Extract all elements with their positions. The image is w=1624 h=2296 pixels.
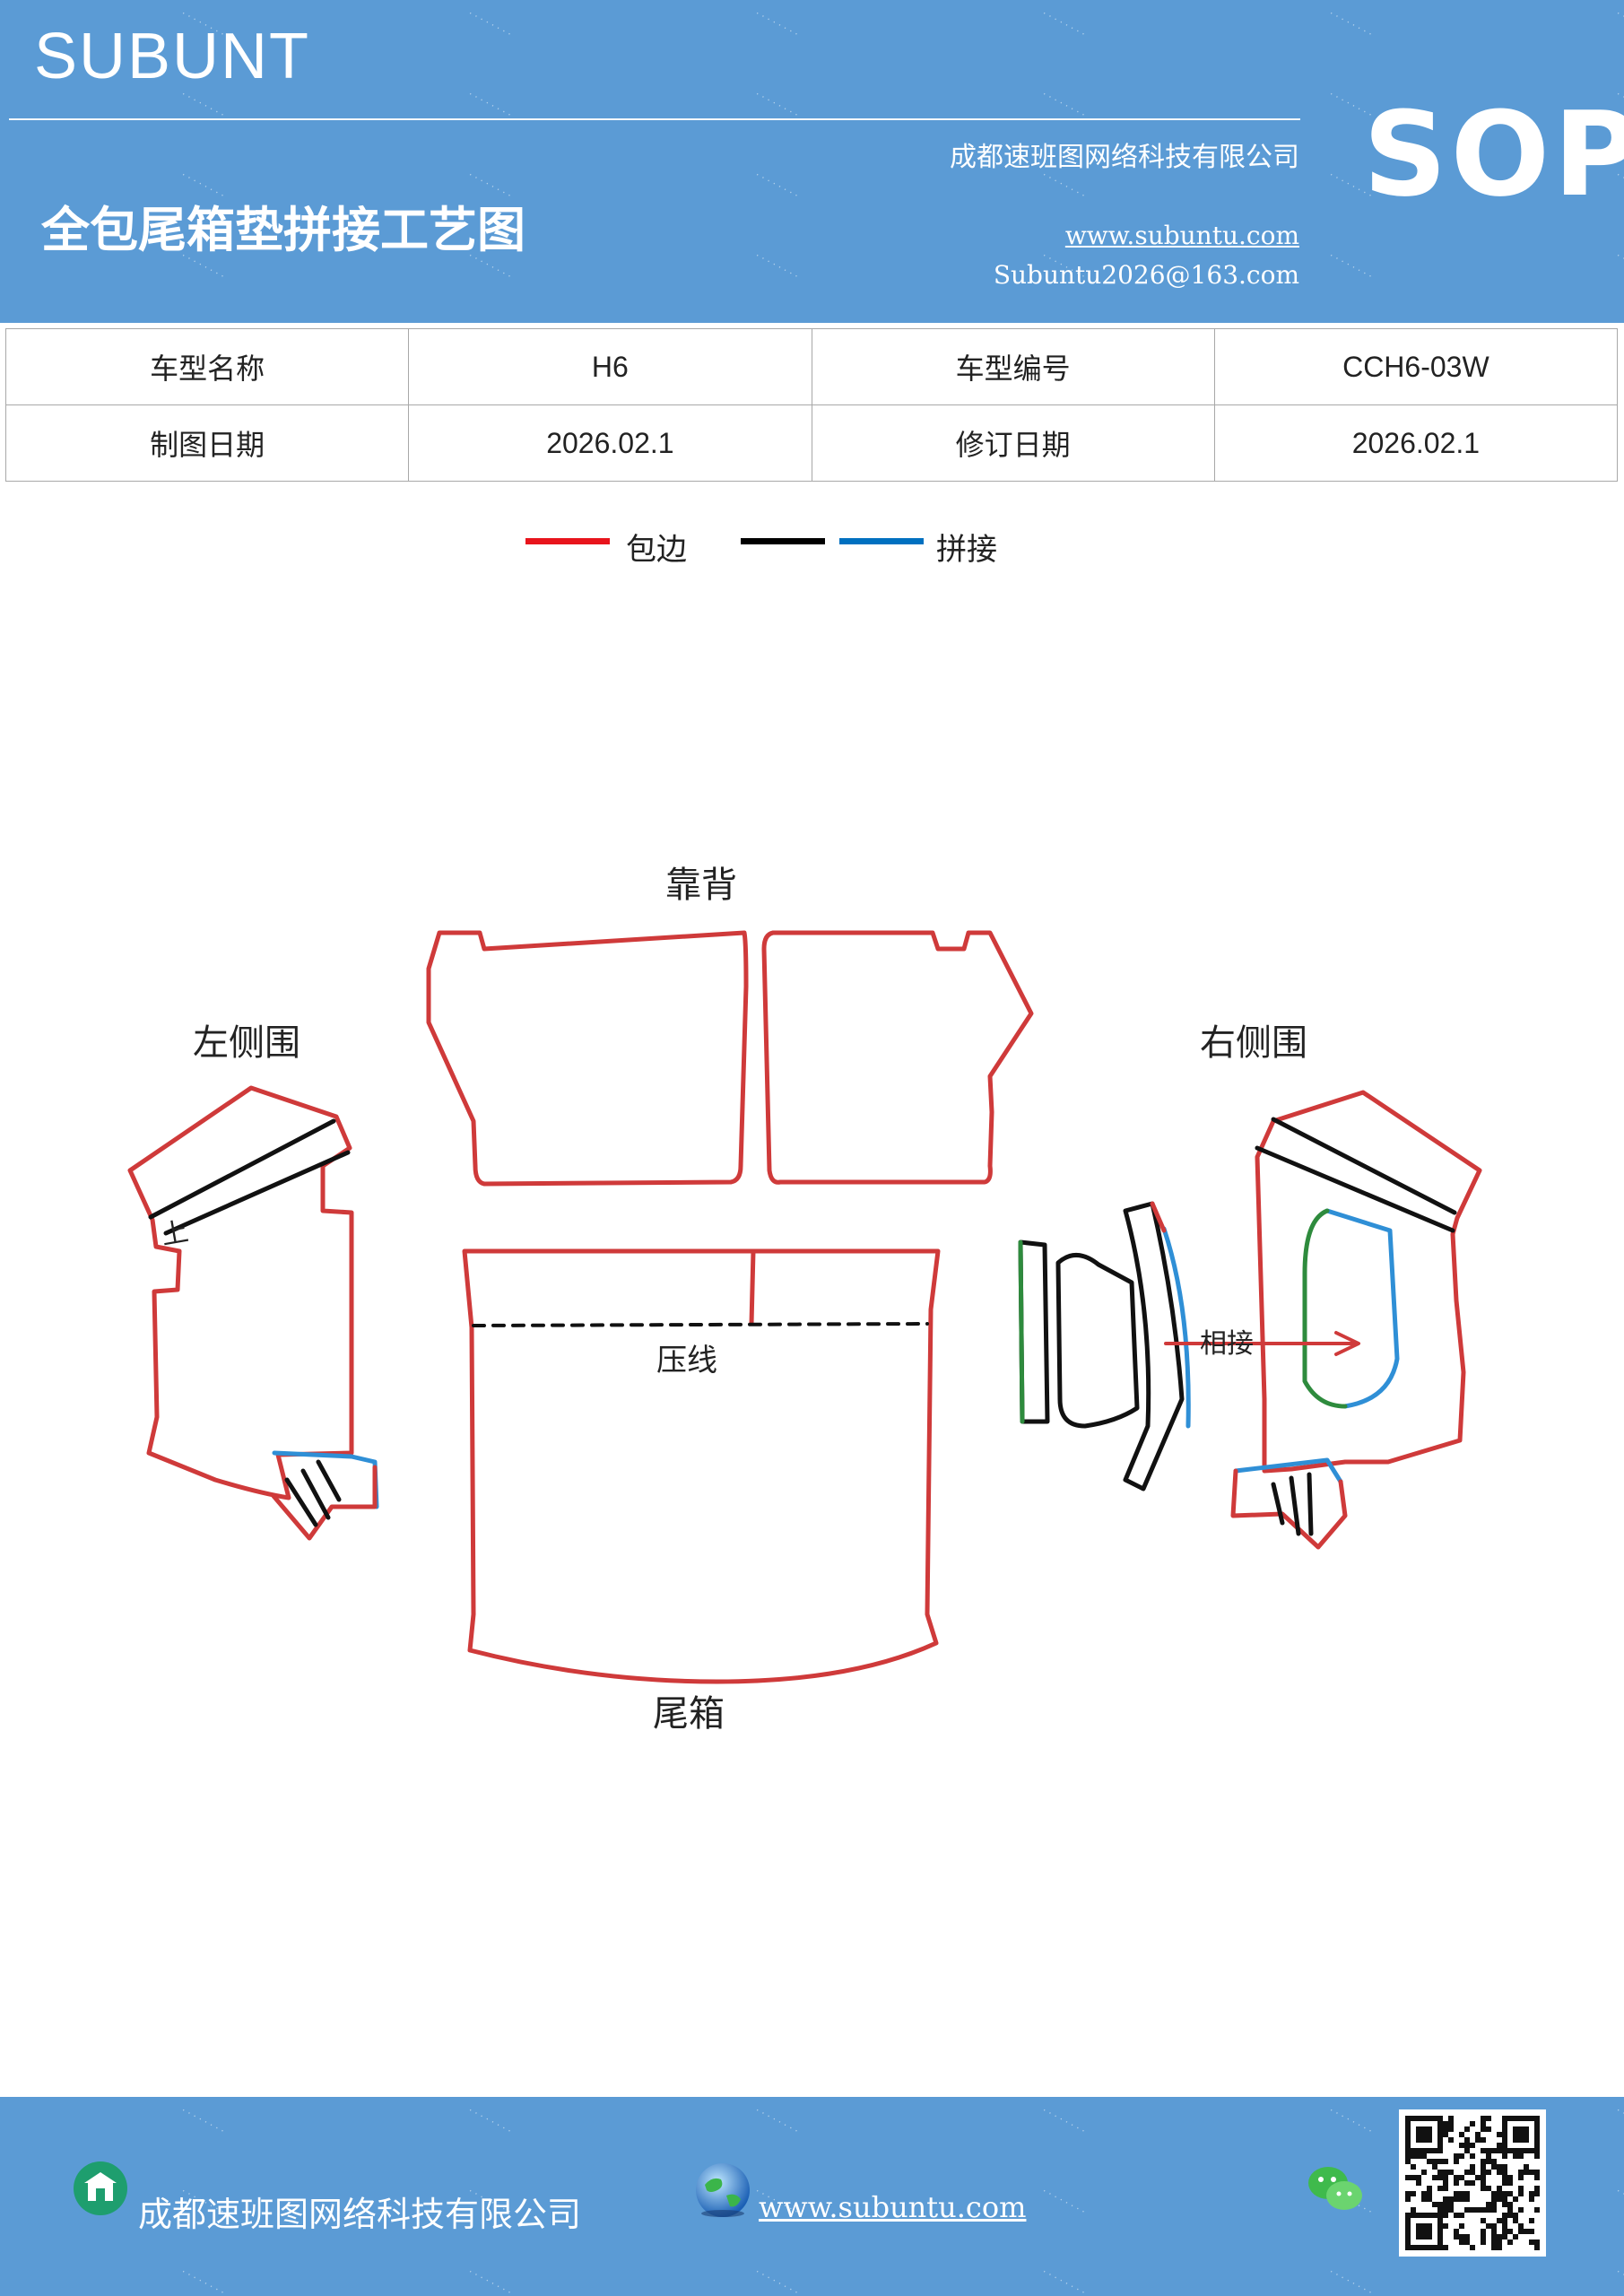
footer-website-link[interactable]: www.subuntu.com bbox=[759, 2190, 1027, 2224]
building-icon bbox=[74, 2161, 127, 2215]
watermark-mark: · · · · · · · · bbox=[1614, 2185, 1624, 2217]
revision-date-label: 修订日期 bbox=[811, 404, 1215, 482]
left-side-label: 左侧围 bbox=[193, 1022, 300, 1064]
watermark-mark: · · · · · · · · bbox=[466, 2266, 514, 2296]
globe-icon bbox=[696, 2163, 750, 2217]
right-side-corner-blue bbox=[1233, 1457, 1343, 1484]
insert-strip bbox=[1018, 1239, 1050, 1424]
left-side-panel bbox=[127, 1085, 354, 1500]
drawing-date-label: 制图日期 bbox=[4, 404, 410, 482]
legend-swatch-join bbox=[839, 538, 924, 544]
join-label: 相接 bbox=[1200, 1328, 1254, 1360]
join-arrow-head bbox=[1334, 1331, 1360, 1356]
company-name: 成都速班图网络科技有限公司 bbox=[950, 142, 1299, 173]
backrest-label: 靠背 bbox=[665, 865, 737, 906]
up-mark-label: 上 bbox=[159, 1216, 191, 1252]
right-side-corner-piece bbox=[1230, 1468, 1348, 1550]
insert-arc-blue bbox=[1161, 1226, 1191, 1429]
watermark-mark: · · · · · · · · bbox=[1614, 2104, 1624, 2136]
watermark-mark: · · · · · · · · bbox=[1040, 2104, 1088, 2137]
legend-label-join: 拼接 bbox=[936, 532, 997, 568]
line-legend: 包边 拼接 bbox=[0, 525, 1624, 578]
table-row: 车型名称 H6 车型编号 CCH6-03W bbox=[4, 328, 1619, 405]
document-title: 全包尾箱垫拼接工艺图 bbox=[41, 202, 525, 258]
watermark-mark: · · · · · · · · bbox=[466, 2104, 514, 2137]
right-side-panel bbox=[1255, 1090, 1482, 1474]
trunk-seam-line bbox=[749, 1248, 756, 1326]
watermark-mark: · · · · · · · · bbox=[753, 2266, 801, 2296]
watermark-mark: · · · · · · · · bbox=[1327, 2266, 1375, 2296]
left-side-black-strip-a bbox=[148, 1118, 336, 1220]
right-side-black-strip-a bbox=[1271, 1117, 1457, 1215]
model-name-value: H6 bbox=[408, 328, 812, 405]
backrest-right-panel bbox=[761, 930, 1034, 1185]
model-code-label: 车型编号 bbox=[811, 328, 1215, 405]
revision-date-value: 2026.02.1 bbox=[1213, 404, 1619, 482]
model-code-value: CCH6-03W bbox=[1213, 328, 1619, 405]
trunk-main-panel bbox=[462, 1248, 941, 1684]
watermark-mark: · · · · · · · · bbox=[1614, 2266, 1624, 2296]
trunk-mat-diagram: 靠背 左侧围 右侧围 压线 尾箱 上 相接 bbox=[127, 865, 1482, 1735]
insert-arc-piece bbox=[1123, 1201, 1185, 1492]
right-side-black-strip-b bbox=[1255, 1145, 1455, 1233]
header-banner: · · · · · · · ·· · · · · · · ·· · · · · … bbox=[0, 0, 1624, 323]
watermark-mark: · · · · · · · · bbox=[1327, 2104, 1375, 2137]
right-side-window-green bbox=[1302, 1208, 1348, 1409]
sop-badge: SOP bbox=[1363, 86, 1624, 222]
legend-swatch-black bbox=[741, 538, 825, 544]
left-side-corner-black bbox=[284, 1459, 342, 1527]
brand-name: SUBUNT bbox=[34, 21, 311, 92]
press-line bbox=[472, 1322, 929, 1327]
press-line-label: 压线 bbox=[656, 1343, 717, 1378]
left-side-black-strip-b bbox=[163, 1150, 351, 1236]
legend-swatch-edge bbox=[525, 538, 610, 544]
backrest-left-panel bbox=[426, 930, 749, 1187]
insert-window-piece bbox=[1055, 1253, 1140, 1429]
vehicle-info-table: 车型名称 H6 车型编号 CCH6-03W 制图日期 2026.02.1 修订日… bbox=[4, 328, 1619, 482]
drawing-date-value: 2026.02.1 bbox=[408, 404, 812, 482]
model-name-label: 车型名称 bbox=[4, 328, 410, 405]
watermark-mark: · · · · · · · · bbox=[1040, 2185, 1088, 2218]
table-row: 制图日期 2026.02.1 修订日期 2026.02.1 bbox=[4, 404, 1619, 482]
right-side-window-blue bbox=[1324, 1208, 1400, 1409]
watermark-mark: · · · · · · · · bbox=[1040, 2266, 1088, 2296]
header-divider bbox=[9, 118, 1300, 120]
insert-arc-red-top bbox=[1150, 1201, 1167, 1233]
watermark-mark: · · · · · · · · bbox=[753, 2104, 801, 2137]
right-side-corner-black bbox=[1271, 1472, 1314, 1536]
wechat-icon bbox=[1308, 2167, 1362, 2210]
footer-banner: · · · · · · · · · · · · · · · · · · · · · … bbox=[0, 2097, 1624, 2296]
qr-code bbox=[1399, 2109, 1546, 2257]
footer-company-name: 成都速班图网络科技有限公司 bbox=[138, 2195, 582, 2234]
website-link[interactable]: www.subuntu.com bbox=[1064, 221, 1299, 250]
legend-label-edge: 包边 bbox=[626, 532, 687, 568]
right-side-label: 右侧围 bbox=[1200, 1022, 1307, 1064]
insert-strip-green-edge bbox=[1018, 1239, 1025, 1424]
email-address: Subuntu2026@163.com bbox=[993, 260, 1299, 290]
watermark-mark: · · · · · · · · bbox=[179, 2266, 227, 2296]
trunk-label: 尾箱 bbox=[653, 1693, 725, 1735]
left-side-corner-piece bbox=[271, 1465, 378, 1541]
watermark-mark: · · · · · · · · bbox=[179, 2104, 227, 2137]
